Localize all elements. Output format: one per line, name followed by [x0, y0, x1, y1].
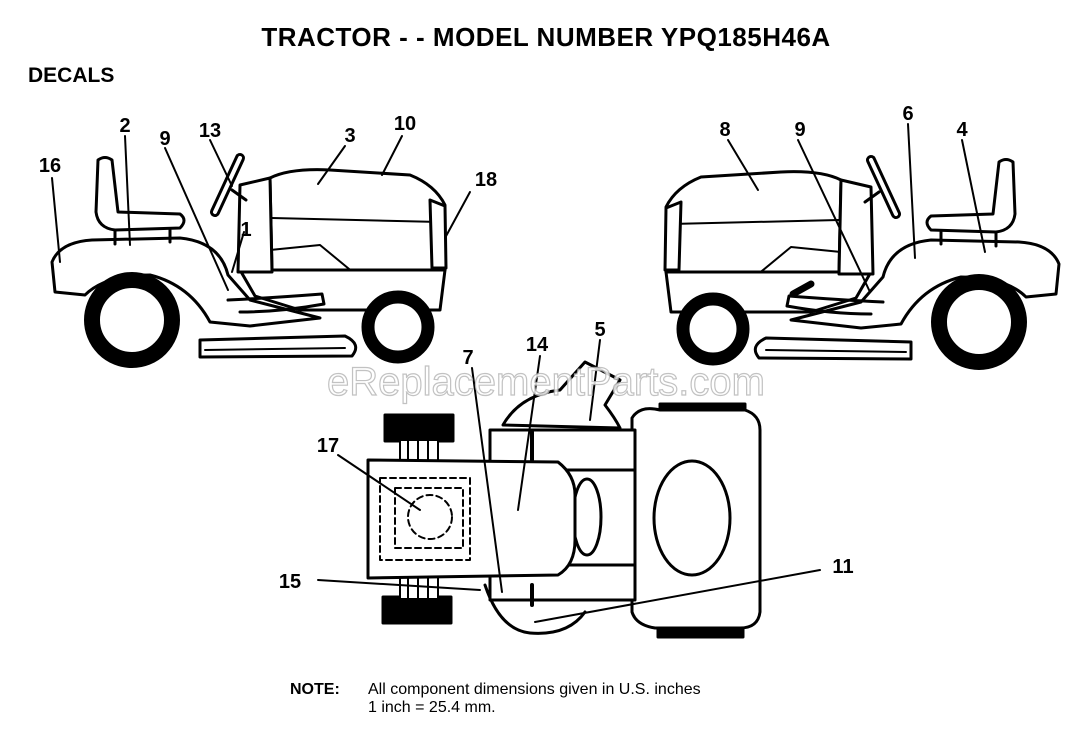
callout-2: 2	[119, 115, 130, 137]
note-label: NOTE:	[290, 681, 340, 698]
note-line-2: 1 inch = 25.4 mm.	[368, 699, 496, 716]
tractor-right-side-view	[663, 155, 1061, 370]
callout-1: 1	[240, 219, 251, 241]
callout-5: 5	[594, 319, 605, 341]
note-line-1: All component dimensions given in U.S. i…	[368, 681, 701, 698]
callout-8: 8	[719, 119, 730, 141]
callout-numbers: 2 9 13 1 3 10 18 16 8 9 6 4 14 5 7 17 15…	[39, 103, 969, 593]
watermark-text: eReplacementParts.com	[327, 360, 765, 404]
callout-6: 6	[902, 103, 913, 125]
tractor-top-view	[366, 360, 762, 639]
callout-17: 17	[317, 435, 339, 457]
section-heading: DECALS	[28, 64, 115, 87]
callout-9-right: 9	[794, 119, 805, 141]
callout-7: 7	[462, 347, 473, 369]
callout-15: 15	[279, 571, 301, 593]
callout-11: 11	[832, 556, 853, 578]
callout-9-left: 9	[159, 128, 170, 150]
callout-18: 18	[475, 169, 497, 191]
callout-14: 14	[526, 334, 549, 356]
callout-3: 3	[344, 125, 355, 147]
callout-10: 10	[394, 113, 416, 135]
tractor-left-side-view	[50, 153, 448, 368]
leader-lines	[51, 123, 986, 623]
diagram-title: TRACTOR - - MODEL NUMBER YPQ185H46A	[261, 22, 831, 52]
callout-13: 13	[199, 120, 221, 142]
dimension-note: NOTE: All component dimensions given in U…	[290, 681, 701, 717]
callout-16: 16	[39, 155, 61, 177]
callout-4: 4	[956, 119, 968, 141]
